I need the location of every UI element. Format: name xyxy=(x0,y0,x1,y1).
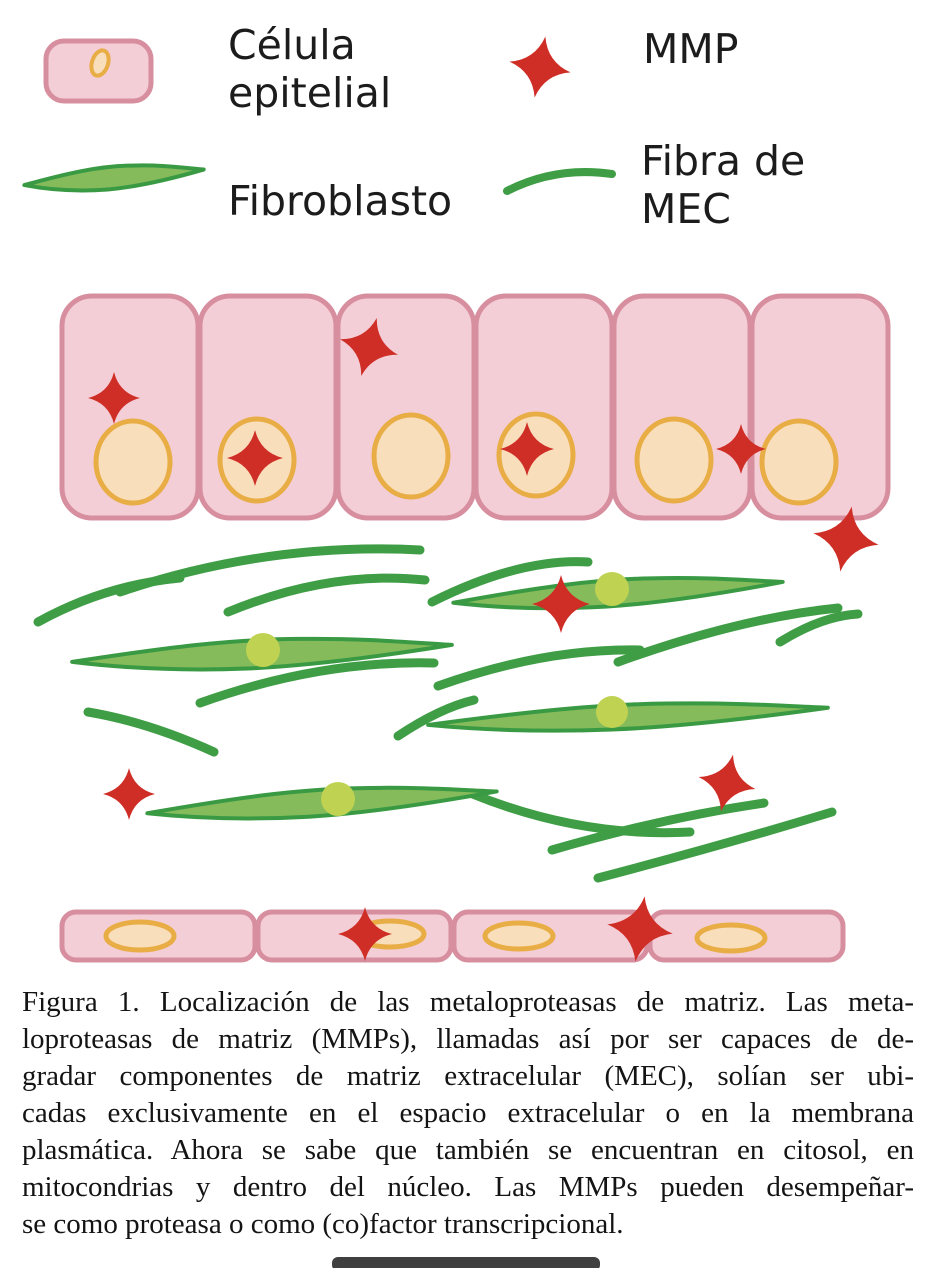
mmp-star xyxy=(227,430,283,486)
fibroblast-nucleus xyxy=(321,782,355,816)
cell-nucleus xyxy=(103,919,177,953)
figure-caption: Figura 1. Localización de las metaloprot… xyxy=(22,984,914,1243)
legend-label-fiber: Fibra de MEC xyxy=(641,137,806,233)
mmp-star xyxy=(103,768,155,820)
cell-nucleus xyxy=(634,416,714,504)
mec-fiber xyxy=(593,807,837,883)
cell-nucleus xyxy=(93,418,173,506)
caption-line: loproteasas de matriz (MMPs), llamadas a… xyxy=(22,1023,914,1055)
caption-line: cadas exclusivamente en el espacio extra… xyxy=(22,1097,914,1129)
mec-fiber xyxy=(465,788,695,838)
caption-line: mitocondrias y dentro del núcleo. Las MM… xyxy=(22,1171,914,1203)
mec-fiber xyxy=(393,695,479,741)
mmp-star xyxy=(698,754,756,812)
mmp-star xyxy=(607,896,673,962)
cell-nucleus xyxy=(482,920,556,952)
mmp-star xyxy=(500,422,554,476)
mec-fiber xyxy=(195,658,439,708)
mmp-star xyxy=(532,575,590,633)
caption-line: Figura 1. Localización de las metaloprot… xyxy=(22,986,914,1018)
fibroblast-icon xyxy=(22,163,206,193)
cell-nucleus xyxy=(371,412,451,500)
legend-label-epithelial: Célula epitelial xyxy=(228,21,392,117)
fibroblast xyxy=(426,701,830,733)
cropped-next-figure xyxy=(332,1257,600,1268)
mmp-star xyxy=(340,318,398,376)
fibroblast-nucleus xyxy=(596,696,628,728)
fibroblast-nucleus xyxy=(246,633,280,667)
mmp-star xyxy=(716,424,766,474)
mec-fiber xyxy=(613,603,843,667)
epithelial-cell-icon xyxy=(43,38,154,104)
mmp-star-icon xyxy=(509,36,571,98)
mmp-star xyxy=(338,907,392,961)
mec-fiber-icon xyxy=(503,168,616,195)
mmp-star xyxy=(88,372,140,424)
fibroblast-nucleus xyxy=(595,572,629,606)
mec-fiber xyxy=(547,798,769,855)
cell-nucleus xyxy=(694,922,768,954)
caption-line: plasmática. Ahora se sabe que también se… xyxy=(22,1134,914,1166)
mec-fiber xyxy=(223,573,430,617)
mmp-star xyxy=(813,506,879,572)
mec-fiber xyxy=(427,557,593,607)
legend-label-fibroblast: Fibroblasto xyxy=(228,177,453,225)
caption-line: gradar componentes de matriz extracelula… xyxy=(22,1060,914,1092)
legend-label-mmp: MMP xyxy=(643,25,739,73)
mec-fiber xyxy=(775,609,863,647)
mec-fiber xyxy=(115,544,425,597)
mec-fiber xyxy=(433,645,645,691)
mec-fiber xyxy=(83,707,219,757)
cell-nucleus xyxy=(759,418,839,506)
caption-line: se como proteasa o como (co)factor trans… xyxy=(22,1208,624,1240)
